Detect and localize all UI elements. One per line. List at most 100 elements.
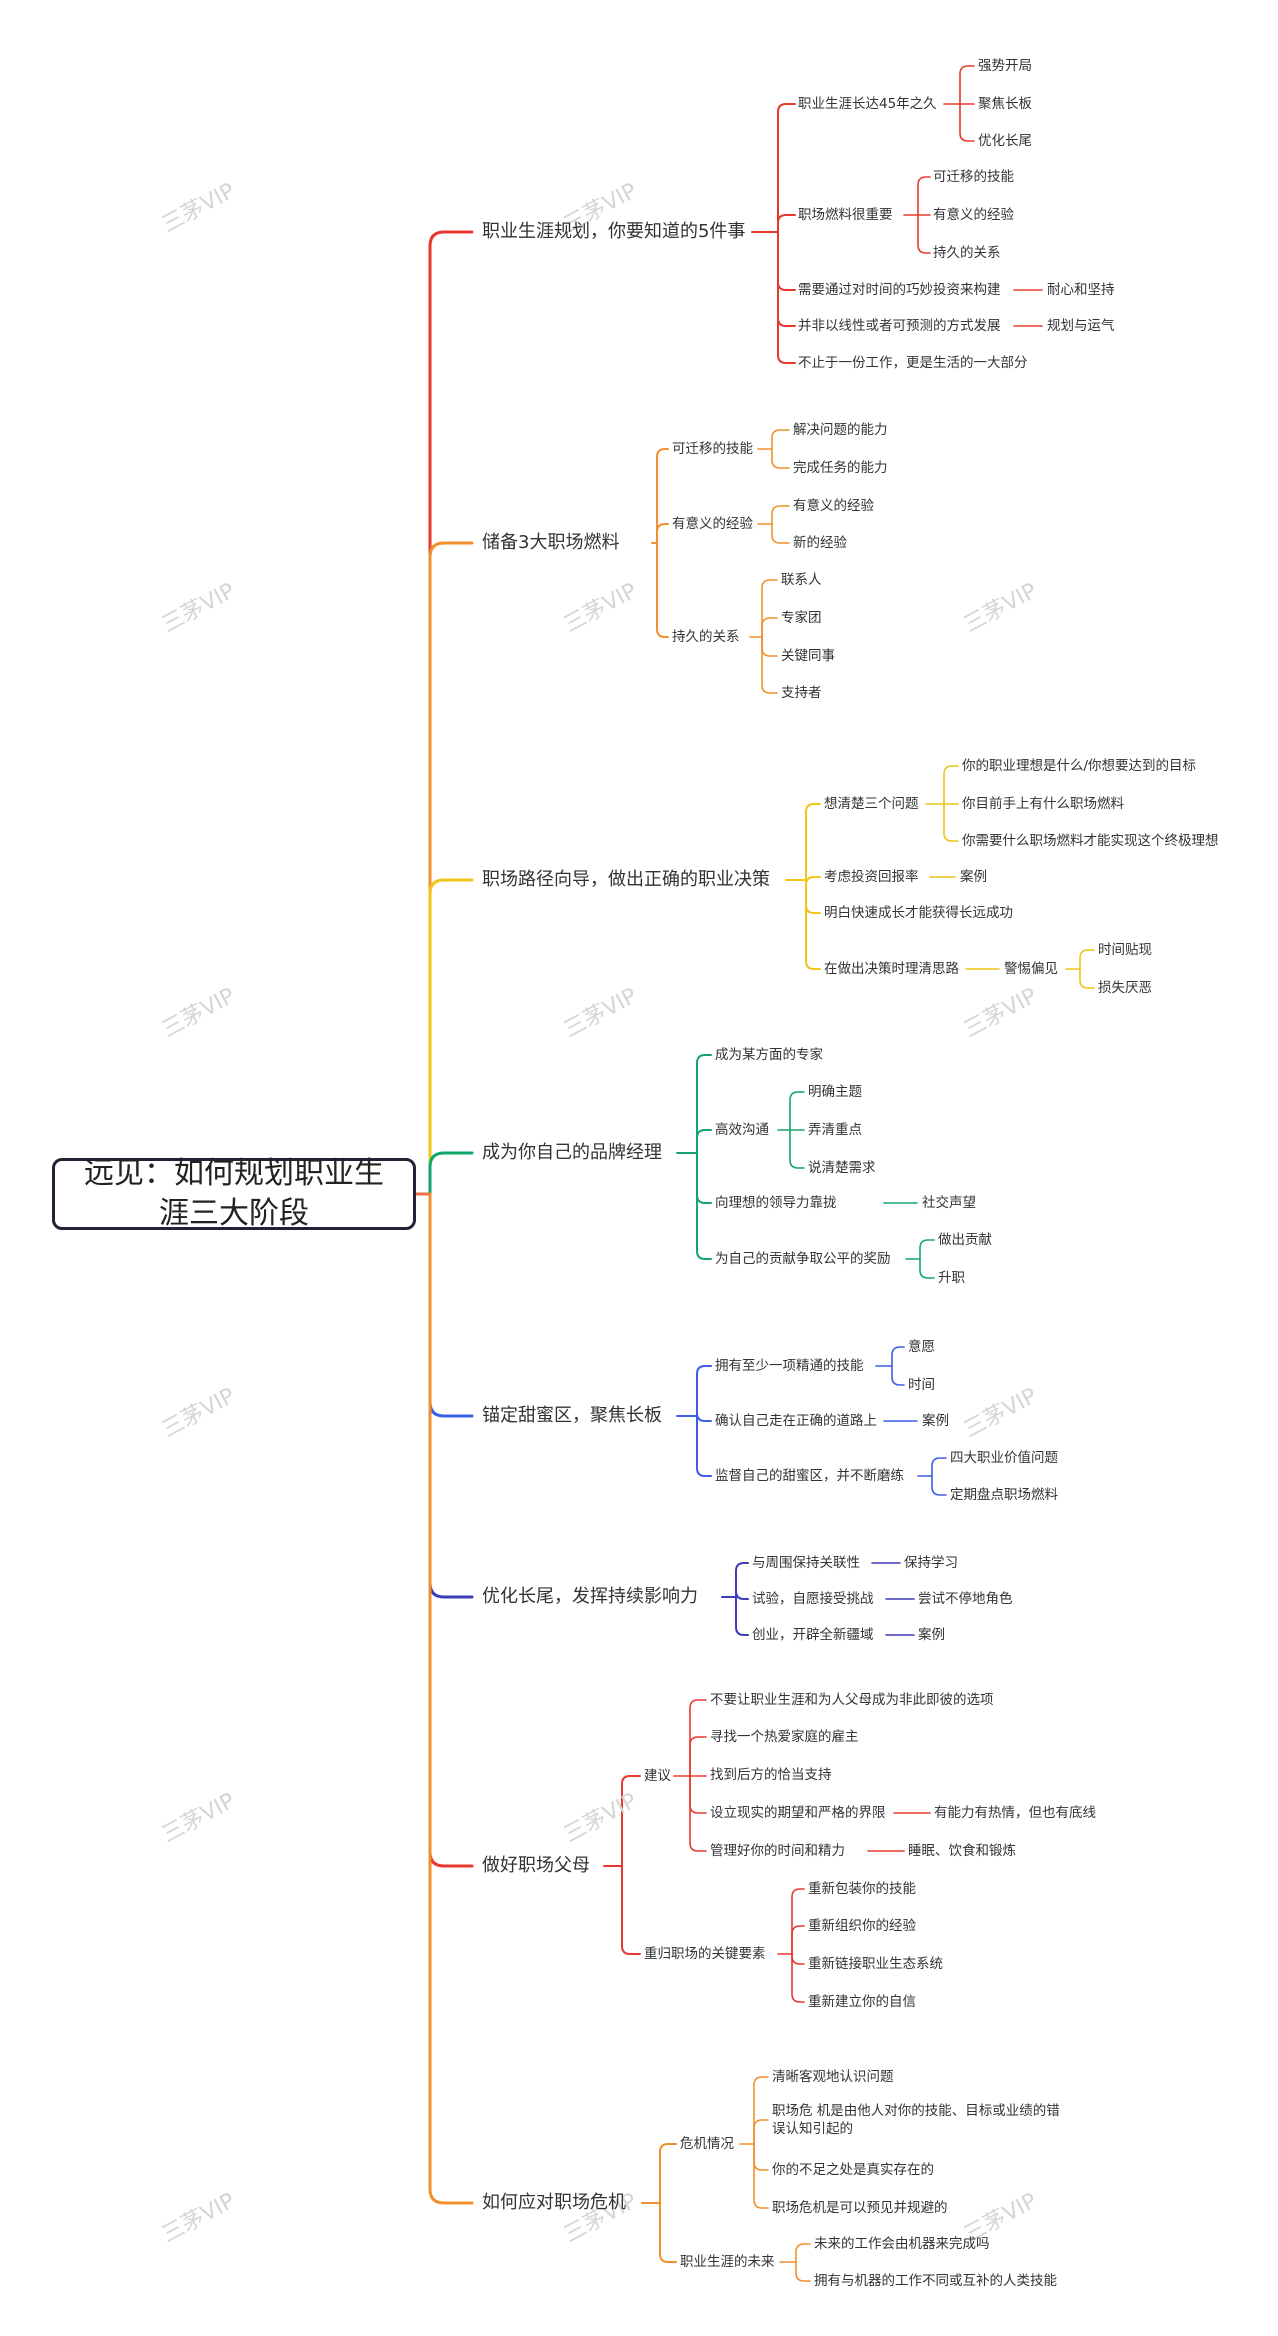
subtopic[interactable]: 明确主题: [808, 1084, 862, 1100]
subtopic[interactable]: 有意义的经验: [933, 207, 1014, 223]
subtopic[interactable]: 危机情况: [680, 2136, 734, 2152]
subtopic[interactable]: 你目前手上有什么职场燃料: [962, 796, 1124, 812]
subtopic[interactable]: 创业，开辟全新疆域: [752, 1627, 874, 1643]
subtopic[interactable]: 想清楚三个问题: [824, 796, 919, 812]
subtopic[interactable]: 优化长尾: [978, 133, 1032, 149]
subtopic[interactable]: 寻找一个热爱家庭的雇主: [710, 1729, 859, 1745]
subtopic[interactable]: 监督自己的甜蜜区，并不断磨练: [715, 1468, 904, 1484]
subtopic[interactable]: 可迁移的技能: [933, 169, 1014, 185]
subtopic[interactable]: 考虑投资回报率: [824, 869, 919, 885]
subtopic[interactable]: 未来的工作会由机器来完成吗: [814, 2236, 990, 2252]
connector-line: [621, 1865, 641, 1955]
connector-line: [753, 2119, 769, 2145]
connector-line: [753, 2143, 769, 2171]
subtopic[interactable]: 保持学习: [904, 1555, 958, 1571]
subtopic[interactable]: 需要通过对时间的巧妙投资来构建: [798, 282, 1001, 298]
connector-line: [931, 1457, 947, 1477]
subtopic[interactable]: 新的经验: [793, 535, 847, 551]
branch-topic[interactable]: 职业生涯规划，你要知道的5件事: [482, 221, 746, 242]
subtopic[interactable]: 升职: [938, 1270, 965, 1286]
subtopic[interactable]: 管理好你的时间和精力: [710, 1843, 845, 1859]
subtopic[interactable]: 不止于一份工作，更是生活的一大部分: [798, 355, 1028, 371]
subtopic[interactable]: 专家团: [781, 610, 822, 626]
subtopic[interactable]: 职业生涯的未来: [680, 2254, 775, 2270]
subtopic[interactable]: 联系人: [781, 572, 822, 588]
subtopic[interactable]: 时间: [908, 1377, 935, 1393]
subtopic[interactable]: 社交声望: [922, 1195, 976, 1211]
subtopic[interactable]: 支持者: [781, 685, 822, 701]
connector-line: [696, 1415, 712, 1477]
subtopic[interactable]: 高效沟通: [715, 1122, 769, 1138]
subtopic[interactable]: 职场燃料很重要: [798, 207, 893, 223]
subtopic[interactable]: 与周围保持关联性: [752, 1555, 860, 1571]
subtopic[interactable]: 在做出决策时理清思路: [824, 961, 959, 977]
subtopic[interactable]: 为自己的贡献争取公平的奖励: [715, 1251, 891, 1267]
subtopic[interactable]: 你的不足之处是真实存在的: [772, 2162, 934, 2178]
subtopic[interactable]: 有意义的经验: [672, 516, 753, 532]
subtopic[interactable]: 向理想的领导力靠拢: [715, 1195, 837, 1211]
subtopic[interactable]: 重新链接职业生态系统: [808, 1956, 943, 1972]
subtopic[interactable]: 损失厌恶: [1098, 980, 1152, 996]
subtopic[interactable]: 成为某方面的专家: [715, 1047, 823, 1063]
subtopic[interactable]: 定期盘点职场燃料: [950, 1487, 1058, 1503]
subtopic[interactable]: 规划与运气: [1047, 318, 1115, 334]
connector-line: [428, 1151, 474, 1196]
subtopic[interactable]: 重归职场的关键要素: [644, 1946, 766, 1962]
subtopic[interactable]: 不要让职业生涯和为人父母成为非此即彼的选项: [710, 1692, 994, 1708]
branch-topic[interactable]: 成为你自己的品牌经理: [482, 1142, 662, 1163]
subtopic[interactable]: 尝试不停地角色: [918, 1591, 1013, 1607]
subtopic[interactable]: 重新建立你的自信: [808, 1994, 916, 2010]
branch-topic[interactable]: 储备3大职场燃料: [482, 532, 620, 553]
branch-topic[interactable]: 如何应对职场危机: [482, 2192, 626, 2213]
subtopic[interactable]: 职场危 机是由他人对你的技能、目标或业绩的错: [772, 2103, 1060, 2119]
subtopic[interactable]: 职业生涯长达45年之久: [798, 96, 937, 112]
subtopic[interactable]: 建议: [644, 1768, 671, 1784]
subtopic[interactable]: 意愿: [908, 1339, 935, 1355]
subtopic[interactable]: 案例: [918, 1627, 945, 1643]
subtopic[interactable]: 耐心和坚持: [1047, 282, 1115, 298]
subtopic[interactable]: 案例: [922, 1413, 949, 1429]
subtopic[interactable]: 聚焦长板: [978, 96, 1032, 112]
branch-topic[interactable]: 职场路径向导，做出正确的职业决策: [482, 869, 770, 890]
subtopic[interactable]: 你需要什么职场燃料才能实现这个终极理想: [962, 833, 1219, 849]
subtopic[interactable]: 重新组织你的经验: [808, 1918, 916, 1934]
subtopic[interactable]: 说清楚需求: [808, 1160, 876, 1176]
subtopic[interactable]: 有意义的经验: [793, 498, 874, 514]
connector-line: [656, 542, 669, 638]
branch-topic[interactable]: 做好职场父母: [482, 1855, 590, 1876]
subtopic[interactable]: 睡眠、饮食和锻炼: [908, 1843, 1016, 1859]
subtopic[interactable]: 持久的关系: [933, 245, 1001, 261]
subtopic[interactable]: 试验，自愿接受挑战: [752, 1591, 874, 1607]
subtopic[interactable]: 你的职业理想是什么/你想要达到的目标: [962, 758, 1197, 774]
connector-line: [917, 214, 931, 254]
subtopic[interactable]: 持久的关系: [672, 629, 740, 645]
subtopic[interactable]: 关键同事: [781, 648, 835, 664]
branch-topic[interactable]: 锚定甜蜜区，聚焦长板: [482, 1405, 662, 1426]
connector-line: [696, 1054, 712, 1154]
subtopic[interactable]: 设立现实的期望和严格的界限: [710, 1805, 886, 1821]
subtopic[interactable]: 找到后方的恰当支持: [710, 1767, 832, 1783]
subtopic[interactable]: 强势开局: [978, 58, 1032, 74]
subtopic[interactable]: 可迁移的技能: [672, 441, 753, 457]
branch-topic[interactable]: 优化长尾，发挥持续影响力: [482, 1586, 698, 1607]
subtopic[interactable]: 清晰客观地认识问题: [772, 2069, 894, 2085]
connector-line: [428, 1192, 474, 1418]
subtopic[interactable]: 重新包装你的技能: [808, 1881, 916, 1897]
subtopic[interactable]: 拥有至少一项精通的技能: [715, 1358, 864, 1374]
subtopic[interactable]: 确认自己走在正确的道路上: [715, 1413, 877, 1429]
subtopic[interactable]: 时间贴现: [1098, 942, 1152, 958]
subtopic[interactable]: 有能力有热情，但也有底线: [934, 1805, 1096, 1821]
subtopic[interactable]: 警惕偏见: [1004, 961, 1058, 977]
subtopic[interactable]: 解决问题的能力: [793, 422, 888, 438]
subtopic[interactable]: 做出贡献: [938, 1232, 992, 1248]
subtopic[interactable]: 职场危机是可以预见并规避的: [772, 2200, 948, 2216]
subtopic[interactable]: 案例: [960, 869, 987, 885]
subtopic[interactable]: 并非以线性或者可预测的方式发展: [798, 318, 1001, 334]
root-topic[interactable]: 远见：如何规划职业生 涯三大阶段: [52, 1156, 416, 1231]
subtopic[interactable]: 弄清重点: [808, 1122, 862, 1138]
subtopic[interactable]: 四大职业价值问题: [950, 1450, 1058, 1466]
subtopic[interactable]: 拥有与机器的工作不同或互补的人类技能: [814, 2273, 1057, 2289]
subtopic[interactable]: 明白快速成长才能获得长远成功: [824, 905, 1013, 921]
subtopic[interactable]: 误认知引起的: [772, 2121, 853, 2137]
subtopic[interactable]: 完成任务的能力: [793, 460, 888, 476]
